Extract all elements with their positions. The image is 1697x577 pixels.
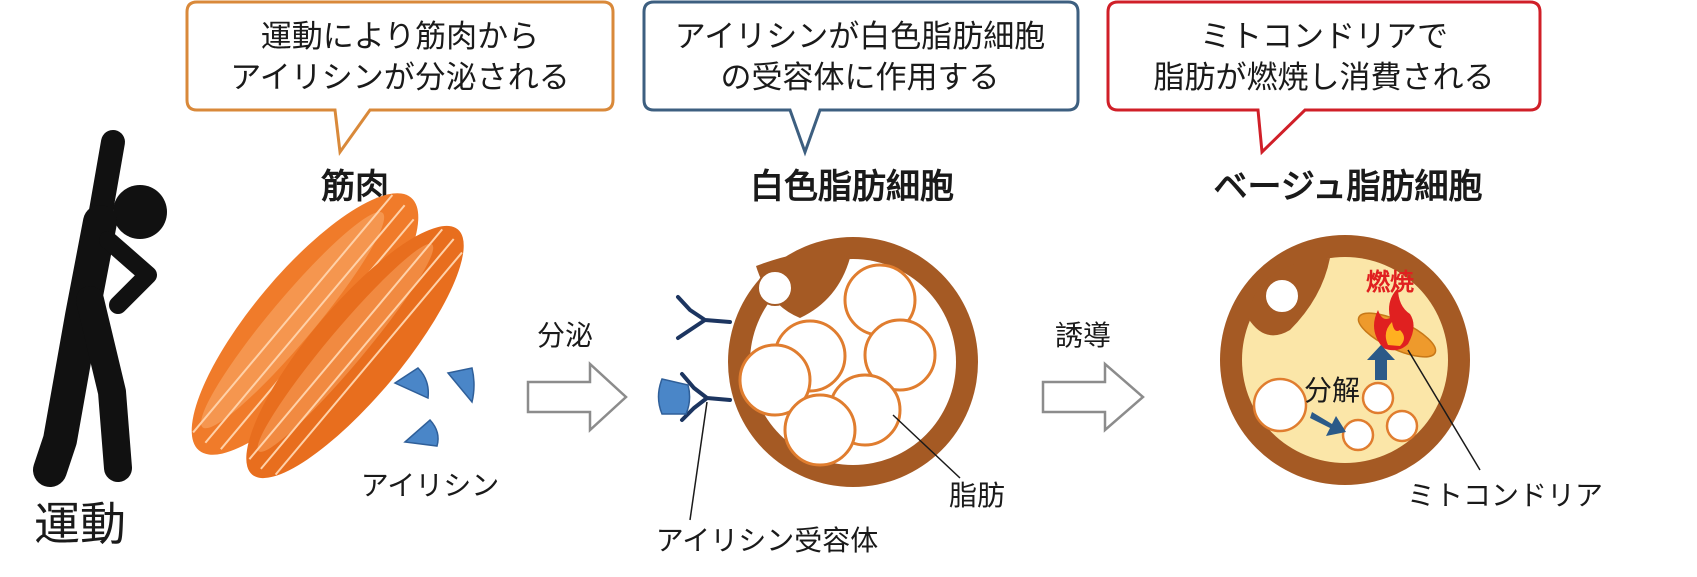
bubble-muscle-line1: 運動により筋肉から — [261, 19, 539, 55]
person-right-leg — [90, 300, 118, 468]
irisin-molecule — [448, 368, 474, 402]
label-secretion: 分泌 — [537, 319, 593, 352]
bubble-beige-fat-line2: 脂肪が燃焼し消費される — [1154, 60, 1495, 96]
title-beige-fat: ベージュ脂肪細胞 — [1214, 167, 1483, 207]
label-decomposition: 分解 — [1304, 374, 1360, 407]
label-induction: 誘導 — [1055, 319, 1111, 352]
white-fat-cell-nucleus — [758, 271, 792, 305]
bubble-muscle: 運動により筋肉から アイリシンが分泌される — [187, 2, 613, 152]
fat-droplet-large — [1254, 379, 1306, 431]
person-head — [113, 185, 167, 239]
irisin-molecule — [405, 420, 438, 446]
label-mitochondria: ミトコンドリア — [1407, 479, 1603, 512]
bubble-white-fat-line2: の受容体に作用する — [721, 60, 1000, 96]
title-white-fat: 白色脂肪細胞 — [750, 167, 954, 207]
bubble-beige-fat: ミトコンドリアで 脂肪が燃焼し消費される — [1108, 2, 1540, 152]
exercise-person-icon — [50, 142, 167, 470]
fat-droplet-small — [1387, 411, 1417, 441]
label-irisin: アイリシン — [361, 469, 500, 502]
bubble-beige-fat-line1: ミトコンドリアで — [1200, 19, 1448, 55]
bubble-white-fat: アイリシンが白色脂肪細胞 の受容体に作用する — [644, 2, 1078, 152]
person-bent-arm — [108, 240, 148, 305]
fat-droplet-small — [1363, 383, 1393, 413]
bubble-muscle-line2: アイリシンが分泌される — [230, 60, 569, 96]
beige-fat-cell-nucleus — [1265, 279, 1299, 313]
label-fat: 脂肪 — [949, 479, 1005, 512]
bubble-white-fat-line1: アイリシンが白色脂肪細胞 — [675, 19, 1045, 55]
bound-irisin-molecule — [659, 379, 690, 414]
muscle-icon — [159, 164, 493, 504]
receptor-empty — [678, 297, 730, 338]
fat-droplet-small — [1343, 420, 1373, 450]
label-combustion: 燃焼 — [1366, 268, 1414, 296]
white-fat-cell — [728, 237, 978, 487]
label-exercise: 運動 — [34, 497, 126, 551]
arrow-induction-icon — [1043, 364, 1143, 430]
arrow-secretion-icon — [528, 364, 626, 430]
receptor-pointer-line — [690, 402, 707, 520]
beige-fat-cell — [1220, 235, 1470, 485]
irisin-molecule — [395, 368, 428, 398]
fat-droplet — [785, 395, 855, 465]
irisin-molecules-icon — [395, 368, 474, 446]
label-receptor: アイリシン受容体 — [656, 524, 879, 557]
